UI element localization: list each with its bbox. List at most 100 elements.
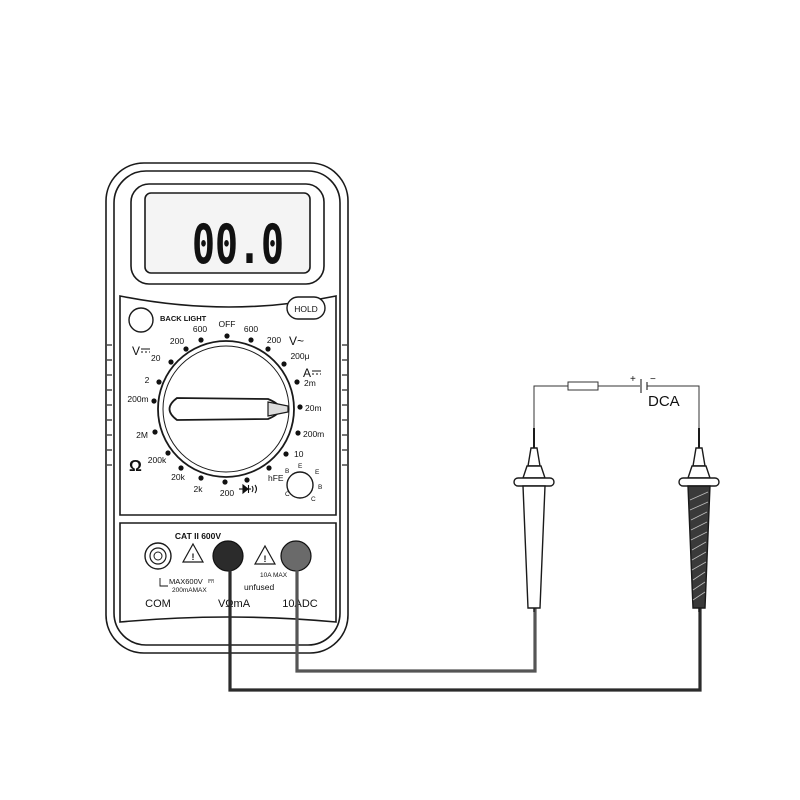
range-dot-dcv-20[interactable] <box>168 359 174 365</box>
range-label-acv-600: 600 <box>244 324 258 334</box>
range-label-dca-2m: 2m <box>304 378 316 388</box>
range-dot-ohm-2m[interactable] <box>152 429 158 435</box>
jack-10a[interactable] <box>280 540 312 572</box>
range-dot-ohm-200k[interactable] <box>165 450 171 456</box>
range-label-dca-20m: 20m <box>305 403 322 413</box>
lcd-display: 00.0 <box>130 183 325 285</box>
range-label-dcv-200m: 200m <box>127 394 148 404</box>
range-label-dcv-2: 2 <box>145 375 150 385</box>
range-dot-dca-2m[interactable] <box>294 379 300 385</box>
range-dot-off[interactable] <box>224 333 230 339</box>
test-lead-wires <box>228 570 702 692</box>
max-current-label: 200mAMAX <box>172 587 207 594</box>
hfe-pin-b2: B <box>318 484 322 491</box>
max-bracket <box>159 578 168 587</box>
hfe-pin-b1: B <box>285 468 289 475</box>
jack-v-ohm-ma[interactable] <box>212 540 244 572</box>
range-label-ohm-20k: 20k <box>171 472 185 482</box>
range-label-ohm-200k: 200k <box>148 455 167 465</box>
range-label-ohm-2m: 2M <box>136 430 148 440</box>
range-label-ohm-2k: 2k <box>194 484 204 494</box>
range-dot-dca-200m[interactable] <box>295 430 301 436</box>
range-dot-dca-200u[interactable] <box>281 361 287 367</box>
function-label-dcv: V <box>132 344 140 358</box>
wire-black <box>228 570 702 692</box>
range-label-acv-200: 200 <box>267 335 281 345</box>
range-label-dcv-600: 600 <box>193 324 207 334</box>
range-label-dca-10: 10 <box>294 449 304 459</box>
hfe-pin-e2: E <box>315 469 320 476</box>
range-label-hfe: hFE <box>268 473 284 483</box>
10adc-label: 10ADC <box>282 598 318 610</box>
hfe-pin-c1: C <box>285 491 290 498</box>
svg-text:!: ! <box>264 554 267 564</box>
hold-button[interactable]: HOLD <box>286 296 326 320</box>
battery-icon <box>640 379 648 393</box>
dial-range-dots[interactable] <box>151 333 303 485</box>
range-dot-ohm-200[interactable] <box>222 479 228 485</box>
backlight-button[interactable] <box>128 307 154 333</box>
range-off-label: OFF <box>219 319 236 329</box>
range-dot-ohm-20k[interactable] <box>178 465 184 471</box>
range-label-dca-200u: 200μ <box>290 351 309 361</box>
dca-dc-symbol-icon <box>312 370 321 375</box>
max-10a-label: 10A MAX <box>260 572 288 579</box>
range-dot-acv-200[interactable] <box>265 346 271 352</box>
knob-pointer-icon <box>267 401 289 417</box>
multimeter <box>105 162 349 654</box>
com-label: COM <box>145 598 171 610</box>
range-dot-dca-20m[interactable] <box>297 404 303 410</box>
battery-plus-label: + <box>630 374 636 385</box>
range-dot-diode[interactable] <box>244 477 250 483</box>
lcd-reading: 00.0 <box>192 213 284 276</box>
dc-circuit <box>533 379 700 430</box>
function-label-ohm: Ω <box>129 458 142 475</box>
function-labels: V V~ A Ω <box>129 334 321 475</box>
max-v-dc-symbol-icon <box>208 579 214 583</box>
probe-black[interactable] <box>678 428 720 612</box>
resistor <box>567 381 599 391</box>
range-label-dca-200m: 200m <box>303 429 324 439</box>
probe-black-grip-stripes <box>689 491 709 601</box>
right-grip <box>342 344 347 466</box>
terminal-labels: MAX600V 200mAMAX 10A MAX unfused COM VΩm… <box>145 572 318 610</box>
hfe-pin-e1: E <box>298 463 303 470</box>
battery-minus-label: − <box>650 374 656 385</box>
hold-button-label: HOLD <box>294 304 318 314</box>
range-dot-dcv-200[interactable] <box>183 346 189 352</box>
range-label-ohm-200: 200 <box>220 488 234 498</box>
rotary-selector-knob[interactable] <box>157 340 295 478</box>
probe-grey[interactable] <box>513 428 555 612</box>
wire-grey <box>295 570 537 673</box>
meter-inner-case <box>113 170 341 646</box>
unfused-label: unfused <box>244 582 275 592</box>
warning-triangle-icon-2: ! <box>253 544 277 565</box>
range-dot-hfe[interactable] <box>266 465 272 471</box>
hfe-socket[interactable]: E B C E B C <box>285 463 322 503</box>
svg-text:!: ! <box>192 552 195 562</box>
circuit-wire-right <box>647 385 700 430</box>
range-dot-dcv-2[interactable] <box>156 379 162 385</box>
cat-rating-label: CAT II 600V <box>175 531 221 541</box>
range-label-dcv-200: 200 <box>170 336 184 346</box>
temperature-socket <box>144 542 172 570</box>
range-dot-dcv-600[interactable] <box>198 337 204 343</box>
meter-outer-case <box>105 162 349 654</box>
range-dot-acv-600[interactable] <box>248 337 254 343</box>
hfe-pin-c2: C <box>311 496 316 503</box>
dc-symbol-icon <box>141 348 150 353</box>
circuit-wire-left <box>533 385 568 430</box>
range-label-dcv-20: 20 <box>151 353 161 363</box>
v-ohm-ma-label: VΩmA <box>218 598 251 610</box>
terminal-panel: CAT II 600V <box>119 522 337 623</box>
warning-triangle-icon: ! <box>181 542 205 563</box>
dial-range-labels: OFF 600 200 20 2 200m 2M 200k 20k 2k 200… <box>127 319 324 498</box>
function-label-acv: V~ <box>289 334 304 348</box>
dca-source-label: DCA <box>648 393 680 410</box>
range-dot-ohm-2k[interactable] <box>198 475 204 481</box>
range-dot-dcv-200m[interactable] <box>151 398 157 404</box>
function-label-dca: A <box>303 366 311 380</box>
dial-panel <box>119 295 337 516</box>
range-dot-dca-10[interactable] <box>283 451 289 457</box>
